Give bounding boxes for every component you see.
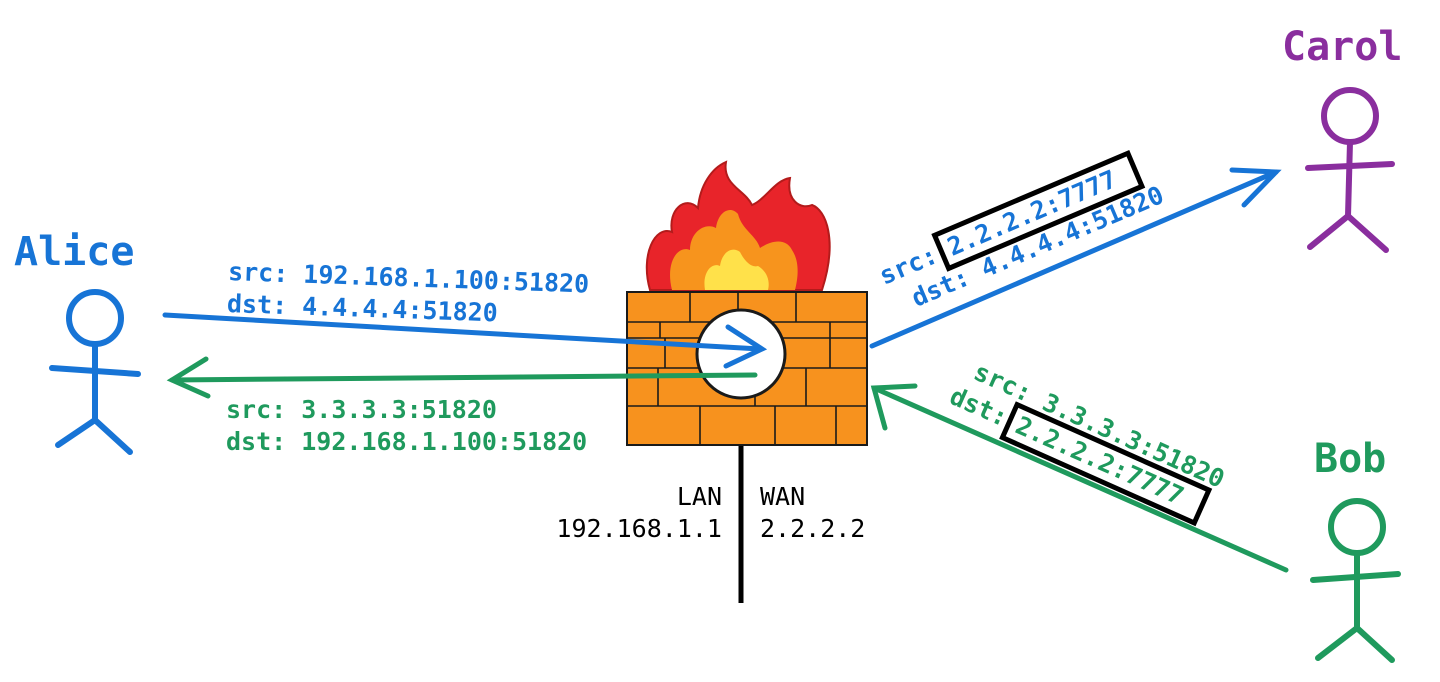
alice-name: Alice: [14, 229, 134, 275]
carol-src-highlight-box: [931, 149, 1146, 272]
lan-label: LAN: [677, 482, 722, 511]
firewall-hole: [695, 308, 787, 400]
carol-name: Carol: [1282, 24, 1402, 70]
carol-figure-icon: [1305, 87, 1395, 253]
alice-figure-icon: [49, 289, 141, 455]
bob-name: Bob: [1314, 436, 1386, 482]
wan-label: WAN: [760, 482, 805, 511]
arrow-firewall-to-alice: [166, 356, 758, 399]
inbound-src-label: src: 3.3.3.3:51820: [226, 395, 497, 424]
lan-ip: 192.168.1.1: [556, 514, 722, 543]
wan-ip: 2.2.2.2: [760, 514, 865, 543]
inbound-dst-label: dst: 192.168.1.100:51820: [226, 427, 587, 456]
bob-figure-icon: [1310, 498, 1401, 663]
firewall-brick-wall: [626, 291, 868, 446]
arrow-alice-to-firewall: [162, 312, 768, 369]
flame-icon: [645, 160, 831, 291]
bob-dst-highlight-box: [999, 401, 1213, 527]
arrow-bob-to-firewall: [870, 383, 1289, 573]
arrow-firewall-to-carol: [869, 167, 1282, 349]
